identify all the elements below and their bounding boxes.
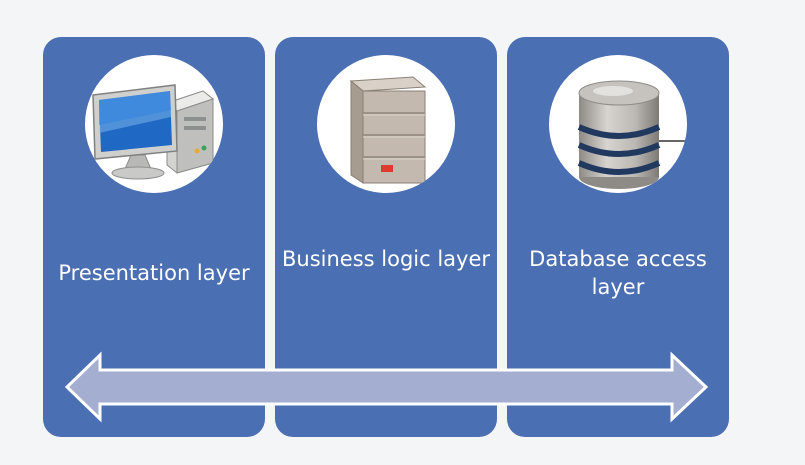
business-logic-layer-label: Business logic layer	[281, 247, 491, 271]
database-icon	[549, 55, 687, 193]
presentation-layer-panel: Presentation layer	[43, 37, 265, 437]
computer-icon	[85, 55, 223, 193]
server-icon	[317, 55, 455, 193]
database-access-layer-label: Database access layer	[529, 247, 707, 299]
database-access-layer-panel: Database access layer	[507, 37, 729, 437]
business-logic-layer-panel: Business logic layer	[275, 37, 497, 437]
presentation-layer-label: Presentation layer	[58, 261, 250, 285]
